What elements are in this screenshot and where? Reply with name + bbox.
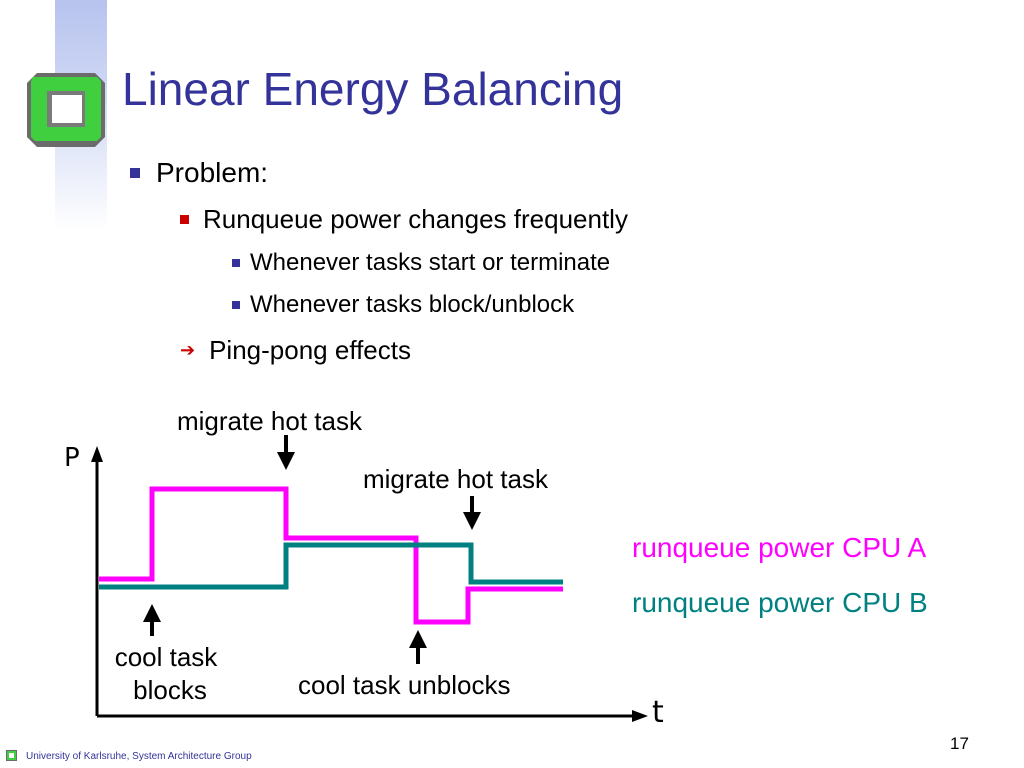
y-axis-label: P	[64, 443, 80, 473]
annotation-migrate-hot-task-2: migrate hot task	[363, 464, 549, 494]
cpu-b-power-line	[99, 542, 563, 590]
x-axis-arrowhead-icon	[632, 710, 648, 722]
bullet-text: Runqueue power changes frequently	[203, 204, 628, 234]
bullet-square-icon	[180, 215, 189, 224]
university-logo-icon	[27, 73, 105, 147]
bullet-square-icon	[232, 301, 240, 309]
arrow-right-icon: ➔	[180, 340, 196, 360]
x-axis-label: t	[652, 695, 664, 730]
annotation-cool-task-unblocks: cool task unblocks	[298, 670, 510, 700]
bullet-square-icon	[130, 168, 140, 178]
annotation-cool-task-blocks-line2: blocks	[133, 675, 207, 705]
footer-logo-icon	[6, 750, 17, 761]
bullet-problem: Problem:	[130, 157, 268, 189]
bullet-runqueue-changes: Runqueue power changes frequently	[180, 204, 628, 235]
arrow-down-icon	[277, 435, 295, 470]
bullet-text: Problem:	[156, 157, 269, 188]
arrow-down-icon	[463, 496, 481, 530]
bullet-text: Ping-pong effects	[209, 335, 411, 365]
cpu-a-power-line	[99, 486, 563, 625]
annotation-cool-task-blocks-line1: cool task	[115, 642, 219, 672]
arrow-up-icon	[409, 630, 427, 664]
bullet-text: Whenever tasks block/unblock	[250, 291, 575, 318]
slide-title: Linear Energy Balancing	[122, 63, 624, 115]
footer-text: University of Karlsruhe, System Architec…	[26, 751, 252, 762]
page-number: 17	[950, 734, 969, 753]
bullet-tasks-start: Whenever tasks start or terminate	[232, 249, 610, 277]
arrow-up-icon	[143, 604, 161, 636]
bullet-tasks-block: Whenever tasks block/unblock	[232, 291, 574, 319]
bullet-text: Whenever tasks start or terminate	[250, 249, 611, 276]
annotation-migrate-hot-task-1: migrate hot task	[177, 406, 363, 436]
bullet-square-icon	[232, 259, 240, 267]
bullet-ping-pong: ➔ Ping-pong effects	[180, 335, 411, 366]
legend-cpu-a: runqueue power CPU A	[632, 532, 927, 563]
y-axis-arrowhead-icon	[91, 446, 103, 462]
legend-cpu-b: runqueue power CPU B	[632, 587, 928, 618]
